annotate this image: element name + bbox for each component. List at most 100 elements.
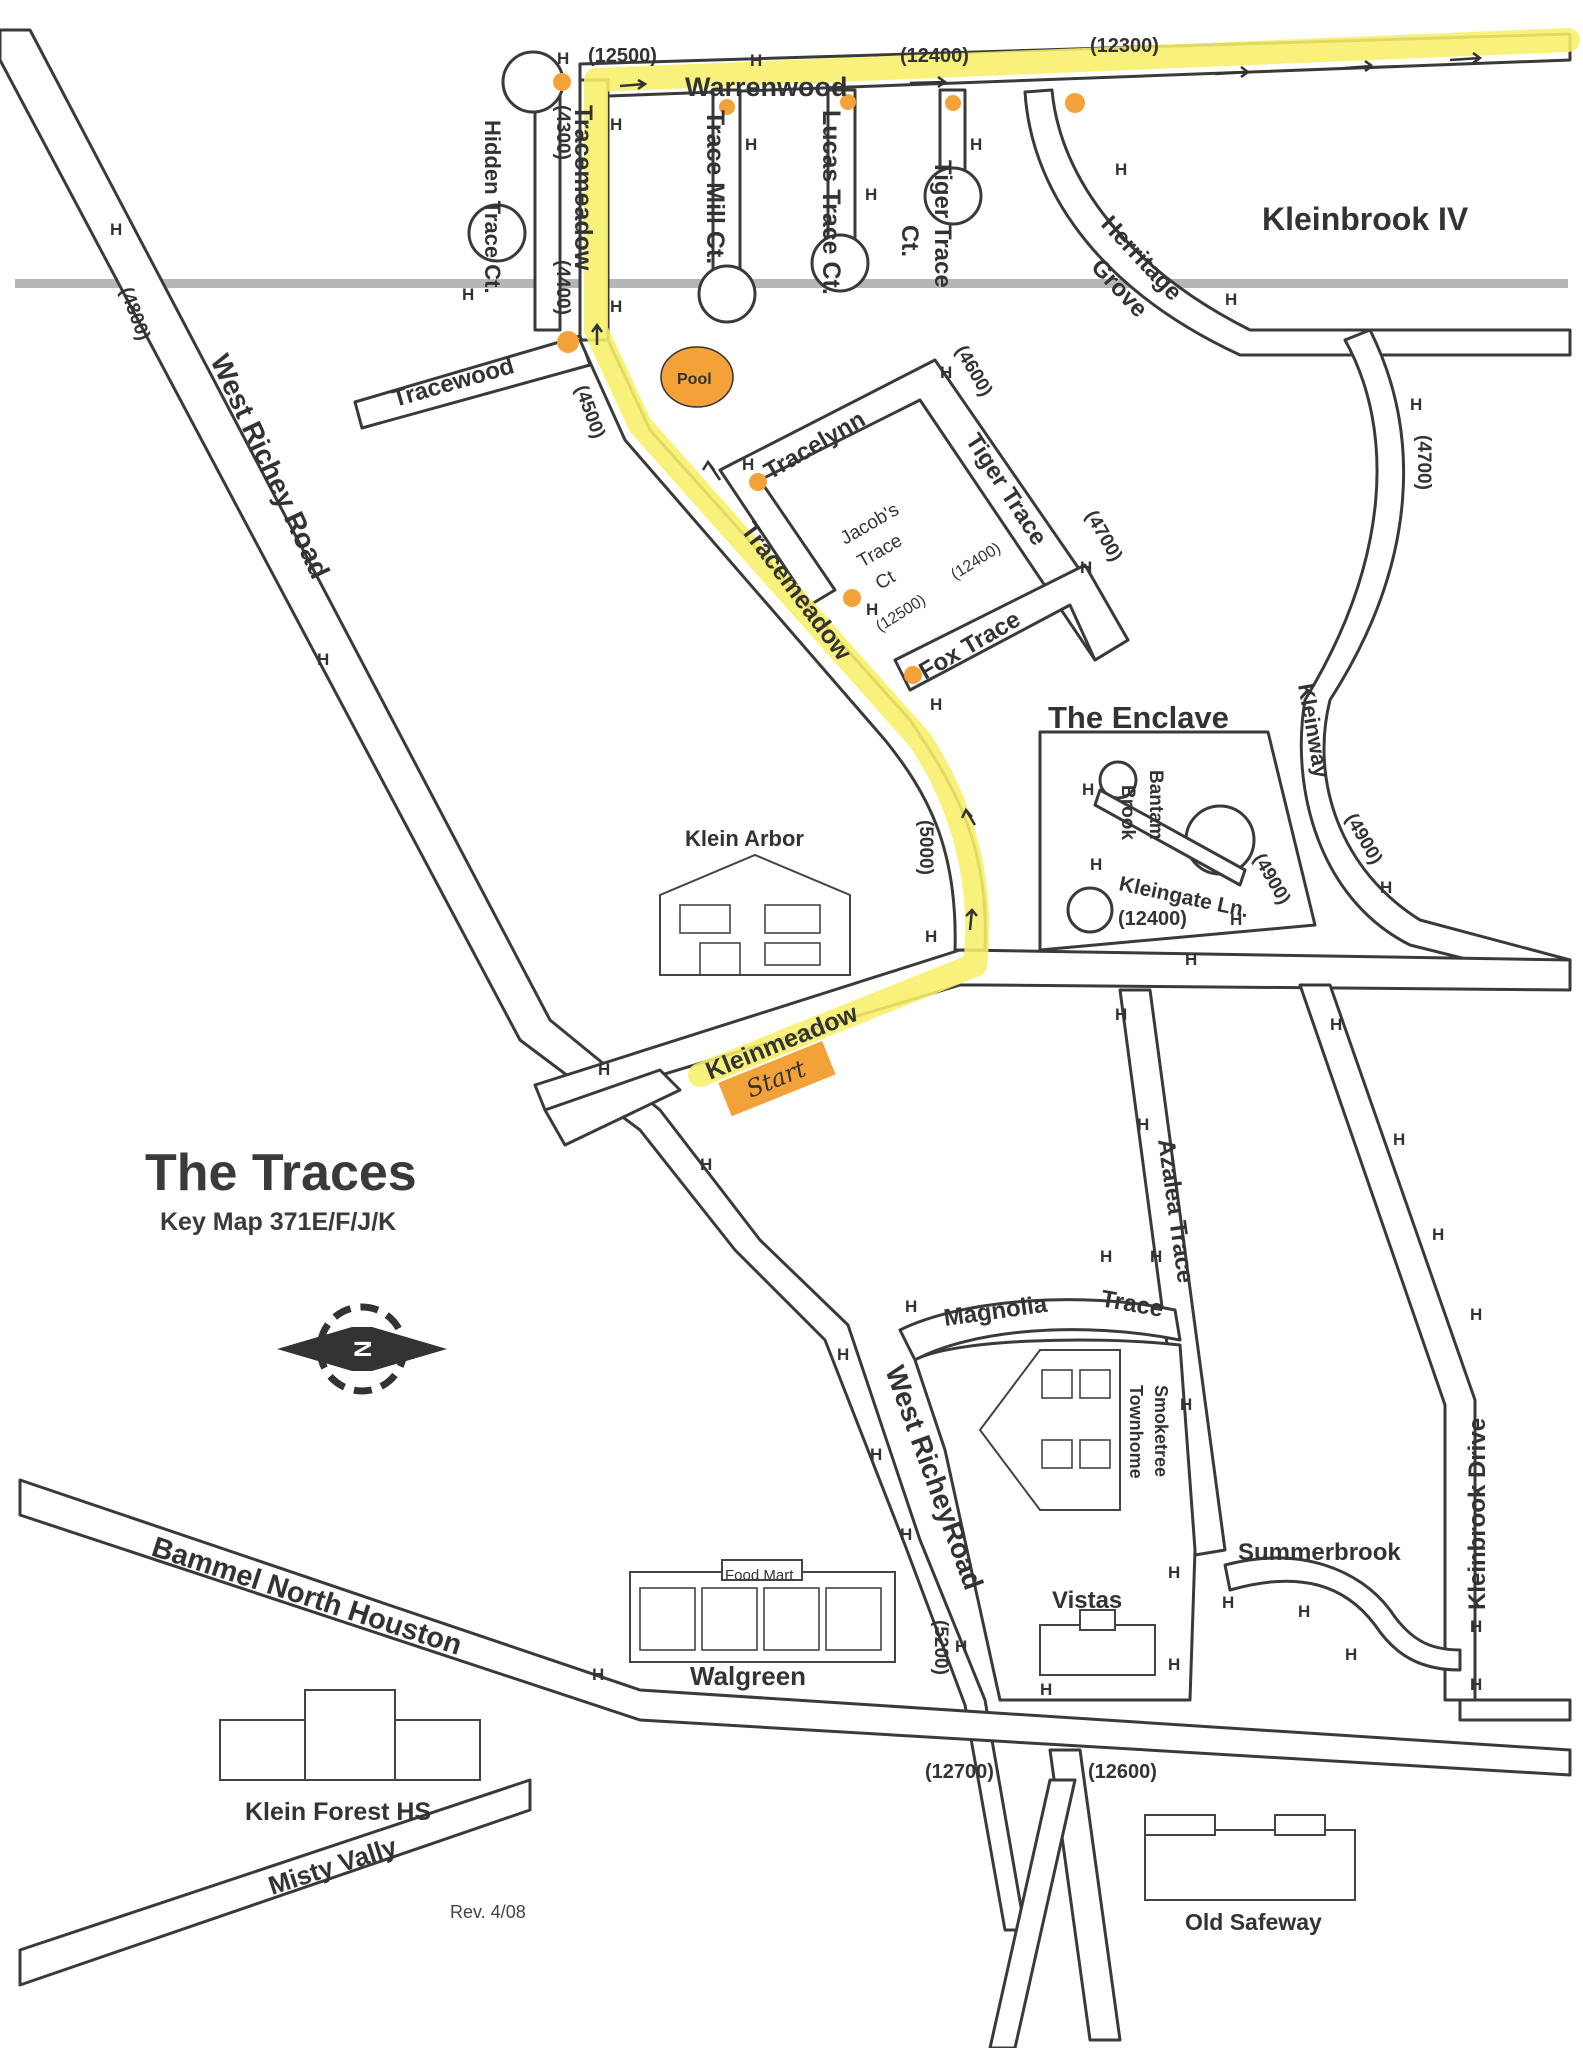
hydrant-label: H bbox=[955, 1637, 967, 1656]
hydrant-label: H bbox=[1470, 1617, 1482, 1636]
hydrant-label: H bbox=[1470, 1675, 1482, 1694]
hydrant-label: H bbox=[610, 297, 622, 316]
label-trace-mill: Trace Mill Ct. bbox=[701, 110, 729, 264]
road-kleinway bbox=[1299, 328, 1572, 987]
page-title: The Traces bbox=[145, 1144, 417, 1202]
hydrant-label: H bbox=[317, 650, 329, 669]
block-5000: (5000) bbox=[915, 820, 936, 875]
walgreen-icon bbox=[629, 1559, 896, 1663]
label-jacobs-c: Ct bbox=[872, 566, 900, 594]
hydrant-label: H bbox=[1115, 1005, 1127, 1024]
hydrant-label: H bbox=[1225, 290, 1237, 309]
compass-label: N bbox=[350, 1340, 377, 1357]
road-fox-trace bbox=[893, 563, 1130, 692]
road-south-2 bbox=[988, 1778, 1077, 2048]
hydrant-label: H bbox=[1298, 1602, 1310, 1621]
block-12300: (12300) bbox=[1090, 35, 1159, 57]
pool-icon bbox=[660, 346, 734, 408]
hydrant-label: H bbox=[837, 1345, 849, 1364]
label-lucas-trace: Lucas Trace Ct. bbox=[817, 110, 845, 295]
hydrant-label: H bbox=[1137, 1115, 1149, 1134]
label-summerbrook: Summerbrook bbox=[1238, 1539, 1401, 1566]
hydrant-label: H bbox=[745, 135, 757, 154]
hydrant-label: H bbox=[598, 1060, 610, 1079]
hydrant-label: H bbox=[1100, 1247, 1112, 1266]
hydrant-label: H bbox=[1330, 1015, 1342, 1034]
block-12500: (12500) bbox=[588, 45, 657, 67]
hydrant-label: H bbox=[610, 115, 622, 134]
label-walgreen: Walgreen bbox=[690, 1661, 806, 1691]
label-old-safeway: Old Safeway bbox=[1185, 1909, 1322, 1935]
page-subtitle: Key Map 371E/F/J/K bbox=[160, 1208, 396, 1236]
hydrant-label: H bbox=[900, 1525, 912, 1544]
hydrant-label: H bbox=[1470, 1305, 1482, 1324]
road-kleinbrook-dr bbox=[1298, 983, 1477, 1702]
route-markers bbox=[553, 73, 1085, 684]
hydrant-label: H bbox=[866, 600, 878, 619]
label-tiger-trace-ct-a: Tiger bbox=[929, 160, 956, 218]
hydrant-label: H bbox=[1168, 1655, 1180, 1674]
label-brook: Brook bbox=[1117, 785, 1138, 840]
label-kleinbrook-iv: Kleinbrook IV bbox=[1262, 201, 1469, 237]
label-misty: Misty Vally bbox=[265, 1831, 401, 1901]
block-4700-a: (4700) bbox=[1081, 507, 1127, 565]
label-tiger-trace: Tiger Trace bbox=[960, 429, 1052, 551]
hydrant-label: H bbox=[1345, 1645, 1357, 1664]
hydrant-label: H bbox=[462, 285, 474, 304]
hydrant-label: H bbox=[110, 220, 122, 239]
label-bantam: Bantam bbox=[1145, 770, 1166, 840]
block-12700: (12700) bbox=[925, 1761, 994, 1783]
label-klein-arbor: Klein Arbor bbox=[685, 826, 804, 851]
label-smoketree-a: Smoketree bbox=[1151, 1385, 1171, 1477]
label-bammel: Bammel North Houston bbox=[148, 1531, 466, 1662]
hydrant-label: H bbox=[700, 1155, 712, 1174]
road-kleinbrook-south bbox=[1458, 1698, 1572, 1722]
road-heritage-grove bbox=[1023, 88, 1572, 357]
hydrant-label: H bbox=[1180, 1395, 1192, 1414]
culdesac-hidden bbox=[467, 203, 527, 263]
hydrant-label: H bbox=[925, 927, 937, 946]
revision-label: Rev. 4/08 bbox=[450, 1902, 526, 1922]
area-labels: Kleinbrook IV The Enclave Klein Arbor Po… bbox=[245, 201, 1469, 1935]
hydrant-label: H bbox=[1150, 1247, 1162, 1266]
hydrant-label: H bbox=[1230, 910, 1242, 929]
hydrant-label: H bbox=[1432, 1225, 1444, 1244]
block-12400-top: (12400) bbox=[900, 45, 969, 67]
hydrant-label: H bbox=[742, 455, 754, 474]
hydrant-label: H bbox=[557, 49, 569, 68]
hydrant-label: H bbox=[1393, 1130, 1405, 1149]
label-vistas: Vistas bbox=[1052, 1587, 1122, 1614]
label-smoketree-b: Townhome bbox=[1126, 1385, 1146, 1479]
hydrant-label: H bbox=[1380, 878, 1392, 897]
hydrant-label: H bbox=[1222, 1593, 1234, 1612]
road-stub-west bbox=[543, 1068, 682, 1147]
label-hidden-trace: Hidden Trace Ct. bbox=[480, 120, 505, 294]
road-summerbrook bbox=[1223, 1556, 1462, 1672]
road-bammel bbox=[18, 1478, 1572, 1777]
label-kleinbrook-dr: Kleinbrook Drive bbox=[1464, 1418, 1491, 1610]
enclave-area bbox=[1038, 730, 1317, 952]
block-4300: (4300) bbox=[552, 105, 573, 160]
hydrant-label: H bbox=[1040, 1680, 1052, 1699]
hydrant-label: H bbox=[865, 185, 877, 204]
hydrant-label: H bbox=[905, 1297, 917, 1316]
label-klein-forest: Klein Forest HS bbox=[245, 1798, 431, 1826]
block-12400-kleingate: (12400) bbox=[1118, 908, 1187, 930]
hydrant-markers: H H H H H H H H H H H H H H H H H H H H … bbox=[110, 49, 1482, 1699]
label-food-mart: Food Mart bbox=[725, 1567, 794, 1584]
road-tracelynn-loop bbox=[718, 358, 1130, 662]
road-misty bbox=[18, 1778, 532, 1987]
klein-arbor-icon bbox=[659, 853, 851, 976]
hydrant-label: H bbox=[592, 1665, 604, 1684]
hydrant-label: H bbox=[940, 363, 952, 382]
hydrant-label: H bbox=[1082, 780, 1094, 799]
highlighted-route bbox=[584, 28, 1580, 1087]
hydrant-label: H bbox=[1080, 558, 1092, 577]
block-5200: (5200) bbox=[930, 1620, 951, 1675]
label-enclave: The Enclave bbox=[1048, 700, 1229, 735]
route-arrows bbox=[590, 51, 1483, 931]
smoketree-icon bbox=[978, 1349, 1121, 1511]
hydrant-label: H bbox=[1090, 855, 1102, 874]
vistas-icon bbox=[1039, 1609, 1156, 1676]
